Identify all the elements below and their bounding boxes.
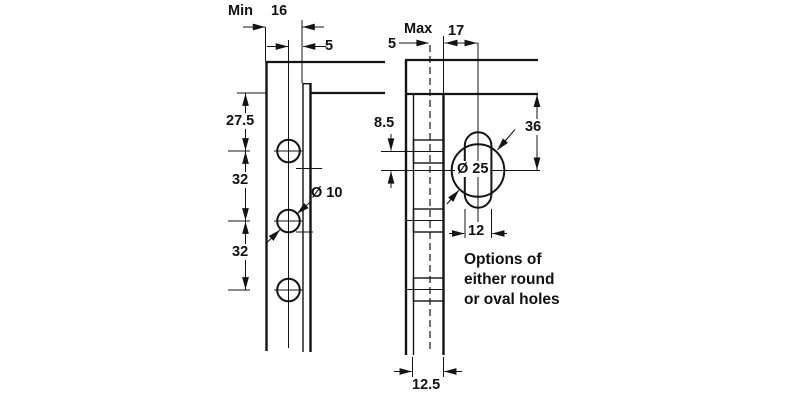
dim-min-edge-distance: 16	[271, 3, 288, 19]
dim-right-offset: 5	[388, 36, 397, 52]
note-line-3: or oval holes	[464, 291, 560, 308]
dim-rail-width: 12.5	[412, 377, 441, 393]
dim-oval-width: 12	[466, 223, 487, 239]
dim-hole-spacing-2: 32	[230, 244, 251, 260]
dim-slot-offset: 8.5	[374, 115, 395, 131]
dim-top-to-hole: 36	[523, 119, 544, 135]
right-view-round-oval-detail	[446, 43, 516, 222]
note-line-2: either round	[464, 271, 555, 288]
left-view-panel	[265, 40, 385, 352]
dim-hole-spacing-1: 32	[230, 172, 251, 188]
label-large-hole-diameter: Ø 25	[455, 161, 491, 177]
dim-top-to-first-hole: 27.5	[224, 113, 257, 129]
left-view-holes	[274, 138, 304, 303]
dim-min-word: Min	[228, 3, 253, 19]
note-line-1: Options of	[464, 251, 542, 268]
label-round-hole-diameter: Ø 10	[311, 185, 343, 201]
dim-max-edge-distance: 17	[448, 23, 465, 39]
dim-left-offset: 5	[325, 38, 334, 54]
dim-max-word: Max	[404, 21, 433, 37]
